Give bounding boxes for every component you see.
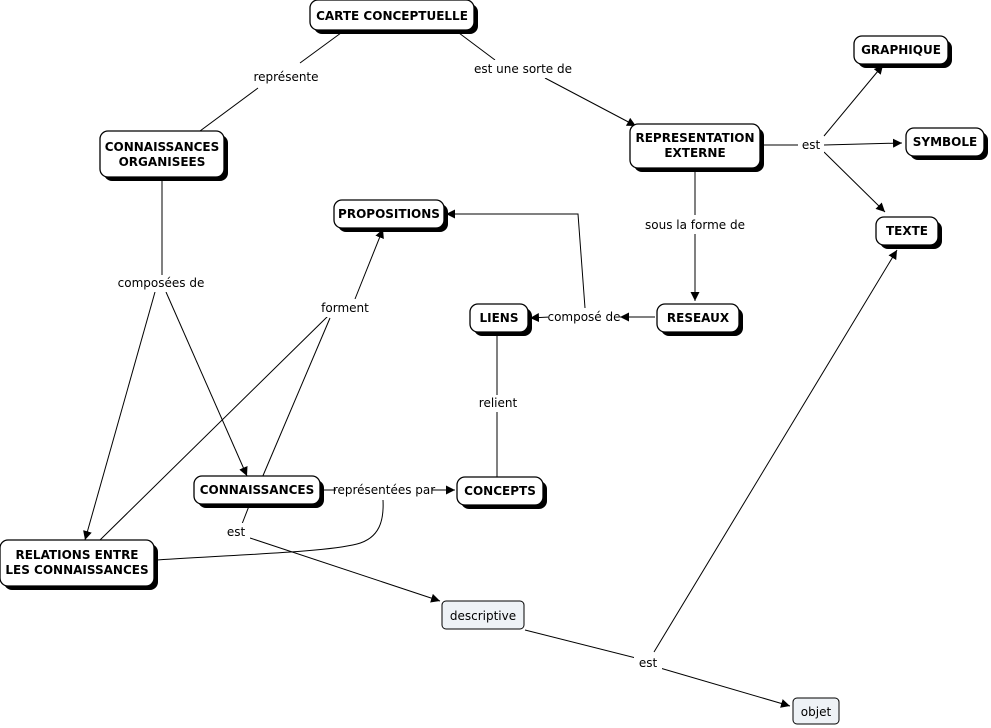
svg-text:CARTE CONCEPTUELLE: CARTE CONCEPTUELLE	[316, 9, 468, 23]
node-reseaux[interactable]: RESEAUX	[656, 303, 743, 336]
link-labels: représente est une sorte de est sous la …	[116, 60, 824, 671]
edge-est-to-texte	[823, 151, 886, 213]
label-relient: relient	[479, 396, 518, 410]
svg-text:EXTERNE: EXTERNE	[664, 146, 725, 160]
label-est-repr: est	[802, 138, 821, 152]
edge-conn-to-forment	[261, 317, 331, 479]
label-representees-par: représentées par	[333, 483, 435, 497]
label-sous-la-forme-de: sous la forme de	[645, 218, 745, 232]
node-graphique-line-1: GRAPHIQUE	[861, 43, 941, 57]
node-carte-conceptuelle[interactable]: CARTE CONCEPTUELLE	[309, 0, 478, 34]
node-descriptive[interactable]: descriptive	[441, 600, 525, 630]
node-propositions[interactable]: PROPOSITIONS	[333, 199, 448, 232]
svg-text:CONNAISSANCES: CONNAISSANCES	[200, 483, 315, 497]
edge-compose-to-liens	[529, 313, 551, 323]
node-liens[interactable]: LIENS	[469, 303, 532, 336]
svg-text:TEXTE: TEXTE	[886, 224, 928, 238]
node-carte-conceptuelle-line-1: CARTE CONCEPTUELLE	[316, 9, 468, 23]
svg-text:GRAPHIQUE: GRAPHIQUE	[861, 43, 941, 57]
svg-text:REPRESENTATION: REPRESENTATION	[635, 131, 754, 145]
svg-text:objet: objet	[801, 705, 832, 719]
edge-carte-to-sorte	[454, 29, 496, 61]
edge-conn-to-est	[241, 505, 250, 525]
node-concepts-line-1: CONCEPTS	[464, 484, 536, 498]
edge-carte-to-represente	[299, 29, 346, 64]
edge-est-to-graphique	[823, 64, 884, 137]
svg-text:LIENS: LIENS	[480, 311, 519, 325]
svg-text:SYMBOLE: SYMBOLE	[913, 135, 977, 149]
label-forment: forment	[321, 301, 369, 315]
edge-descriptive-to-est	[524, 629, 637, 659]
edge-compose-to-propositions	[446, 209, 586, 309]
node-connaissances-line-1: CONNAISSANCES	[200, 483, 315, 497]
edge-composees-to-conn	[165, 291, 248, 477]
node-objet-line-1: objet	[801, 705, 832, 719]
label-compose-de: composé de	[547, 310, 620, 324]
svg-text:CONNAISSANCES: CONNAISSANCES	[105, 140, 220, 154]
edge-est-to-texte-long	[653, 249, 898, 653]
node-liens-line-1: LIENS	[480, 311, 519, 325]
label-represente: représente	[253, 70, 318, 84]
svg-text:CONCEPTS: CONCEPTS	[464, 484, 536, 498]
node-symbole[interactable]: SYMBOLE	[905, 127, 988, 160]
edge-est-to-descriptive	[249, 537, 441, 603]
node-descriptive-line-1: descriptive	[450, 609, 516, 623]
label-est-desc: est	[639, 656, 658, 670]
edge-est-to-objet	[659, 667, 791, 708]
node-objet[interactable]: objet	[792, 697, 840, 725]
svg-text:PROPOSITIONS: PROPOSITIONS	[338, 207, 440, 221]
edge-composees-to-relations	[83, 291, 156, 541]
node-connaissances-organisees-line-2: ORGANISEES	[119, 155, 206, 169]
edge-relations-to-reppar	[156, 499, 384, 561]
node-representation-externe-line-1: REPRESENTATION	[635, 131, 754, 145]
svg-text:RESEAUX: RESEAUX	[667, 311, 730, 325]
node-representation-externe-line-2: EXTERNE	[664, 146, 725, 160]
node-connaissances[interactable]: CONNAISSANCES	[193, 475, 324, 508]
edge-est-to-symbole	[823, 138, 903, 148]
node-representation-externe[interactable]: REPRESENTATION EXTERNE	[629, 123, 764, 172]
edge-represente-to-connorg	[199, 87, 259, 132]
svg-text:ORGANISEES: ORGANISEES	[119, 155, 206, 169]
edge-sorte-to-repr	[544, 77, 637, 127]
node-symbole-line-1: SYMBOLE	[913, 135, 977, 149]
svg-text:LES CONNAISSANCES: LES CONNAISSANCES	[5, 563, 148, 577]
edge-relations-to-forment	[99, 315, 329, 541]
node-relations-line-2: LES CONNAISSANCES	[5, 563, 148, 577]
node-reseaux-line-1: RESEAUX	[667, 311, 730, 325]
label-est-une-sorte-de: est une sorte de	[474, 62, 572, 76]
node-relations-line-1: RELATIONS ENTRE	[15, 548, 138, 562]
label-composees-de: composées de	[118, 276, 205, 290]
svg-text:descriptive: descriptive	[450, 609, 516, 623]
node-relations-entre-les-connaissances[interactable]: RELATIONS ENTRE LES CONNAISSANCES	[0, 539, 158, 590]
node-connaissances-organisees-line-1: CONNAISSANCES	[105, 140, 220, 154]
edge-forment-to-propositions	[354, 228, 384, 300]
node-graphique[interactable]: GRAPHIQUE	[853, 35, 952, 68]
node-concepts[interactable]: CONCEPTS	[456, 476, 547, 509]
svg-text:RELATIONS ENTRE: RELATIONS ENTRE	[15, 548, 138, 562]
label-est-conn: est	[227, 525, 246, 539]
node-texte[interactable]: TEXTE	[875, 216, 942, 249]
node-connaissances-organisees[interactable]: CONNAISSANCES ORGANISEES	[99, 130, 228, 181]
node-propositions-line-1: PROPOSITIONS	[338, 207, 440, 221]
node-texte-line-1: TEXTE	[886, 224, 928, 238]
edges	[83, 29, 903, 708]
